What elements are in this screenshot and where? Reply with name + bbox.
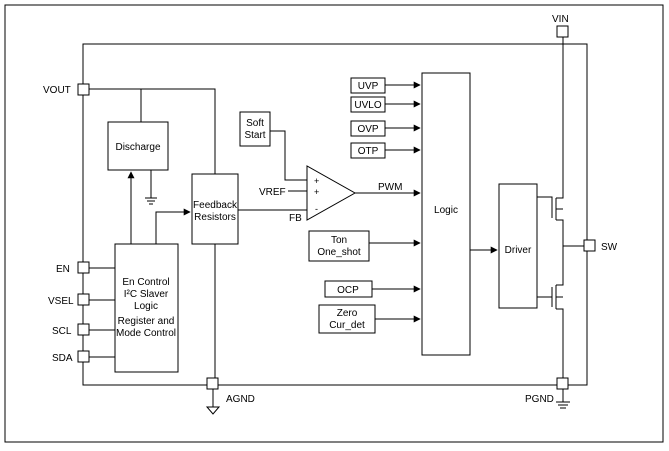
vref-label: VREF xyxy=(259,187,286,198)
driver-block: Driver xyxy=(498,183,538,309)
en-control-block: En Control I²C Slaver Logic Register and… xyxy=(114,243,179,373)
feedback-label-line2: Resistors xyxy=(194,212,236,223)
uvlo-label: UVLO xyxy=(354,100,381,111)
otp-label: OTP xyxy=(358,146,379,157)
otp-block: OTP xyxy=(350,142,386,159)
uvp-label: UVP xyxy=(358,81,379,92)
soft-start-line2: Start xyxy=(244,130,265,141)
pin-en-label: EN xyxy=(56,264,70,275)
pin-vsel-label: VSEL xyxy=(48,296,74,307)
pin-scl-label: SCL xyxy=(52,326,72,337)
fb-label: FB xyxy=(289,213,302,224)
en-control-line3: Logic xyxy=(134,301,158,312)
discharge-block: Discharge xyxy=(107,121,169,171)
pin-vin-pad xyxy=(556,25,569,38)
zero-cur-det-block: Zero Cur_det xyxy=(318,304,376,334)
pin-sw-label: SW xyxy=(601,242,618,253)
pin-pads xyxy=(77,25,596,390)
pin-vsel-pad xyxy=(77,293,90,306)
zero-label-line2: Cur_det xyxy=(329,320,365,331)
uvlo-block: UVLO xyxy=(350,96,386,113)
ton-label-line2: One_shot xyxy=(317,247,361,258)
logic-block: Logic xyxy=(421,72,471,356)
pin-en-pad xyxy=(77,261,90,274)
logic-label: Logic xyxy=(434,205,458,216)
feedback-label-line1: Feedback xyxy=(193,200,238,211)
soft-start-block: Soft Start xyxy=(239,111,271,147)
en-control-line1: En Control xyxy=(122,277,169,288)
discharge-label: Discharge xyxy=(115,142,160,153)
pin-pgnd-label: PGND xyxy=(525,394,554,405)
pwm-label: PWM xyxy=(378,182,402,193)
uvp-block: UVP xyxy=(350,77,386,94)
pin-vout-label: VOUT xyxy=(43,85,71,96)
pin-sda-label: SDA xyxy=(52,353,73,364)
soft-start-line1: Soft xyxy=(246,118,264,129)
ton-label-line1: Ton xyxy=(331,235,347,246)
zero-label-line1: Zero xyxy=(337,308,358,319)
chip-outline xyxy=(82,43,588,386)
en-control-line2: I²C Slaver xyxy=(124,289,169,300)
driver-label: Driver xyxy=(505,245,532,256)
pin-vout-pad xyxy=(77,83,90,96)
wires xyxy=(88,37,584,415)
en-control-line4: Register and xyxy=(118,316,175,327)
ocp-block: OCP xyxy=(324,280,373,298)
comparator-plus-2: + xyxy=(314,187,319,197)
feedback-resistors-block: Feedback Resistors xyxy=(191,173,239,245)
outer-frame xyxy=(4,4,664,443)
comparator: + + - xyxy=(306,165,357,221)
pin-pgnd-pad xyxy=(556,377,569,390)
pin-vin-label: VIN xyxy=(552,14,569,25)
high-side-mosfet xyxy=(551,196,564,222)
pin-agnd-label: AGND xyxy=(226,394,255,405)
pin-sda-pad xyxy=(77,350,90,363)
comparator-plus-1: + xyxy=(314,176,319,186)
pin-agnd-pad xyxy=(206,377,219,390)
pin-scl-pad xyxy=(77,323,90,336)
ovp-block: OVP xyxy=(350,120,386,137)
ovp-label: OVP xyxy=(357,124,378,135)
ton-one-shot-block: Ton One_shot xyxy=(308,230,370,262)
pin-sw-pad xyxy=(583,239,596,252)
en-control-line5: Mode Control xyxy=(116,328,176,339)
ocp-label: OCP xyxy=(337,285,359,296)
low-side-mosfet xyxy=(551,284,564,310)
comparator-minus: - xyxy=(315,204,318,214)
